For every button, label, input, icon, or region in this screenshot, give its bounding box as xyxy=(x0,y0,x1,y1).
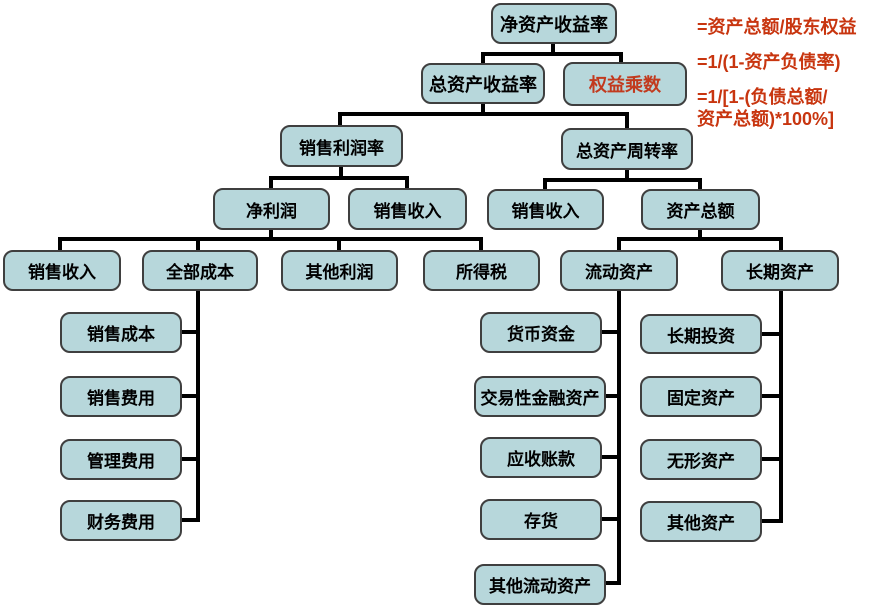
connector xyxy=(762,519,780,523)
node-profit-margin: 销售利润率 xyxy=(280,125,403,167)
connector xyxy=(479,237,483,250)
connector xyxy=(481,52,623,56)
node-accounts-receivable: 应收账款 xyxy=(480,437,602,478)
node-monetary-funds: 货币资金 xyxy=(480,312,602,353)
connector xyxy=(543,178,547,189)
node-sales-revenue-1: 销售收入 xyxy=(348,188,467,230)
connector xyxy=(269,229,273,239)
node-sales-revenue-3: 销售收入 xyxy=(3,250,121,291)
connector xyxy=(602,517,618,521)
connector xyxy=(779,237,783,250)
connector xyxy=(625,112,629,128)
connector xyxy=(617,237,783,241)
node-net-profit: 净利润 xyxy=(213,188,330,230)
connector xyxy=(625,170,629,180)
node-income-tax: 所得税 xyxy=(423,250,540,291)
connector xyxy=(762,457,780,461)
equity-multiplier-formulas: =资产总额/股东权益 =1/(1-资产负债率) =1/[1-(负债总额/ 资产总… xyxy=(697,16,893,143)
node-long-term-investment: 长期投资 xyxy=(640,314,762,354)
connector xyxy=(182,457,197,461)
connector xyxy=(481,103,485,114)
node-other-profit: 其他利润 xyxy=(281,250,398,291)
connector xyxy=(481,52,485,64)
connector xyxy=(339,167,343,178)
formula-expanded-debt-ratio: =1/[1-(负债总额/ 资产总额)*100%] xyxy=(697,87,835,129)
connector xyxy=(58,237,483,241)
node-total-assets: 资产总额 xyxy=(641,189,760,230)
connector xyxy=(337,237,341,250)
node-admin-expense: 管理费用 xyxy=(60,439,182,480)
connector xyxy=(602,455,618,459)
node-inventory: 存货 xyxy=(480,499,602,540)
connector xyxy=(182,330,197,334)
connector xyxy=(779,290,783,523)
connector xyxy=(338,112,629,116)
connector xyxy=(602,330,618,334)
node-fixed-assets: 固定资产 xyxy=(640,376,762,417)
node-financial-expense: 财务费用 xyxy=(60,500,182,541)
connector xyxy=(617,290,621,585)
node-trading-financial-assets: 交易性金融资产 xyxy=(474,376,606,417)
node-long-term-assets: 长期资产 xyxy=(721,250,839,291)
connector xyxy=(182,518,197,522)
connector xyxy=(338,112,342,125)
connector xyxy=(196,290,200,522)
connector xyxy=(762,332,780,336)
node-other-current-assets: 其他流动资产 xyxy=(474,564,606,605)
connector xyxy=(269,176,409,180)
connector xyxy=(762,394,780,398)
connector xyxy=(698,229,702,239)
node-intangible-assets: 无形资产 xyxy=(640,439,762,480)
node-selling-expense: 销售费用 xyxy=(60,376,182,417)
node-total-cost: 全部成本 xyxy=(142,250,258,291)
node-other-assets: 其他资产 xyxy=(640,501,762,542)
connector xyxy=(58,237,62,250)
connector xyxy=(269,176,273,188)
connector xyxy=(196,237,200,250)
node-roa: 总资产收益率 xyxy=(421,63,545,104)
connector xyxy=(604,581,618,585)
formula-one-over-one-minus-debt-ratio: =1/(1-资产负债率) xyxy=(697,52,841,72)
node-roe: 净资产收益率 xyxy=(491,3,617,44)
connector xyxy=(698,178,702,189)
node-asset-turnover: 总资产周转率 xyxy=(561,128,693,170)
node-cost-of-sales: 销售成本 xyxy=(60,312,182,353)
formula-assets-over-equity: =资产总额/股东权益 xyxy=(697,17,857,37)
connector xyxy=(543,178,702,182)
connector xyxy=(604,394,618,398)
connector xyxy=(405,176,409,188)
connector xyxy=(617,237,621,250)
node-current-assets: 流动资产 xyxy=(560,250,678,291)
connector xyxy=(182,394,197,398)
node-sales-revenue-2: 销售收入 xyxy=(487,189,604,230)
node-equity-multiplier: 权益乘数 xyxy=(563,62,687,106)
connector xyxy=(619,52,623,62)
connector xyxy=(551,44,555,54)
